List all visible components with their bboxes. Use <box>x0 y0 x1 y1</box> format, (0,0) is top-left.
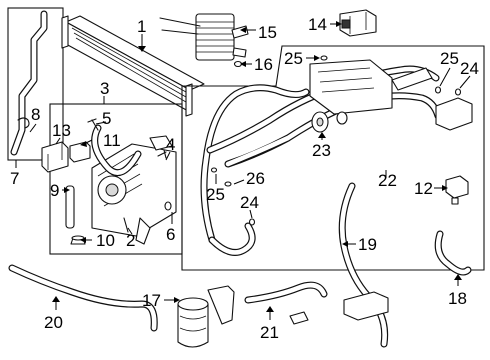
part-21-hose <box>244 281 328 325</box>
callout-14: 14 <box>308 15 327 34</box>
callout-25-top: 25 <box>284 49 303 68</box>
callout-7: 7 <box>10 169 19 188</box>
leader-lines <box>15 21 471 320</box>
callout-15: 15 <box>258 23 277 42</box>
callout-11: 11 <box>103 131 121 150</box>
callout-17: 17 <box>142 291 161 310</box>
part-14-switch <box>339 9 377 37</box>
callout-6: 6 <box>166 225 175 244</box>
part-2-bolt <box>123 217 129 233</box>
part-18-hose <box>434 230 472 276</box>
callout-24-middle: 24 <box>240 193 259 212</box>
part-19-hose <box>338 182 389 348</box>
callout-25-right: 25 <box>440 49 459 68</box>
part-5-bolt <box>87 118 99 131</box>
callout-18: 18 <box>448 289 467 308</box>
part-17-receiver-drier <box>177 285 235 348</box>
callout-23: 23 <box>312 141 331 160</box>
part-7-tube <box>7 7 64 161</box>
callout-4: 4 <box>166 135 175 154</box>
part-22-hose-assembly <box>181 45 485 271</box>
part-3-compressor-group <box>49 103 183 255</box>
callout-3: 3 <box>100 79 109 98</box>
part-6-o-ring <box>164 201 172 211</box>
part-1-condenser <box>61 15 205 117</box>
callout-13: 13 <box>52 121 71 140</box>
part-15-module <box>159 13 249 61</box>
callout-10: 10 <box>96 231 115 250</box>
callout-25-middle: 25 <box>206 185 225 204</box>
callout-9: 9 <box>50 181 59 200</box>
callout-26: 26 <box>246 169 265 188</box>
part-12-switch <box>445 175 469 205</box>
callout-24-right: 24 <box>460 59 479 78</box>
callout-16: 16 <box>254 55 273 74</box>
part-4-bolt <box>157 149 167 159</box>
part-20-tube <box>8 264 158 332</box>
callout-12: 12 <box>414 179 433 198</box>
callout-19: 19 <box>358 235 377 254</box>
callout-21: 21 <box>260 323 279 342</box>
callout-8: 8 <box>31 105 40 124</box>
callout-22: 22 <box>378 171 397 190</box>
part-13-valve <box>41 141 69 173</box>
callout-2: 2 <box>126 231 135 250</box>
callout-labels: 1 15 16 14 25 25 24 8 3 5 13 11 4 23 7 9… <box>10 15 479 342</box>
part-9-tube <box>65 185 75 229</box>
callout-1: 1 <box>137 17 146 36</box>
callout-5: 5 <box>102 109 111 128</box>
callout-20: 20 <box>44 313 63 332</box>
